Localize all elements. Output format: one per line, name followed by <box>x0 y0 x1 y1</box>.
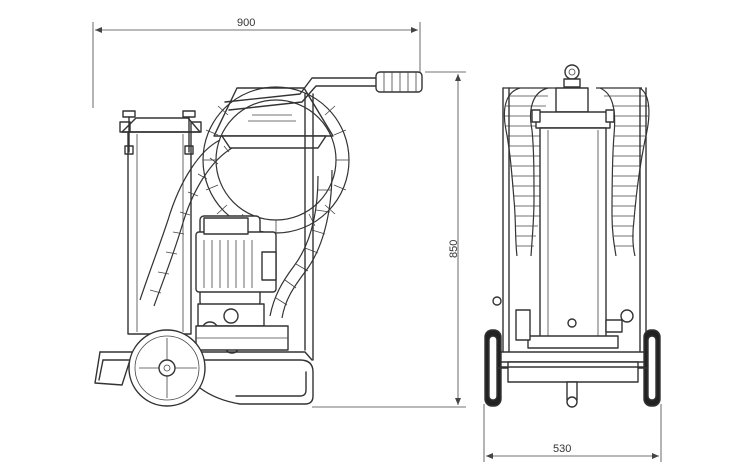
side-view <box>94 71 423 407</box>
depth-dimension: 530 <box>483 404 662 462</box>
hose-left-side <box>139 139 233 307</box>
filter-housing-front <box>527 87 619 349</box>
lifting-eye <box>563 64 581 88</box>
hose-right-side <box>269 169 333 319</box>
pump-assembly <box>195 303 289 354</box>
depth-dimension-label: 530 <box>553 443 571 455</box>
cart-frame-front <box>495 87 655 408</box>
width-dimension-label: 900 <box>237 17 255 29</box>
front-view <box>484 64 661 408</box>
width-dimension: 900 <box>92 17 421 108</box>
filter-housing <box>119 110 202 335</box>
pump-front <box>492 296 634 341</box>
height-dimension-label: 850 <box>448 240 460 258</box>
height-dimension: 850 <box>312 71 466 408</box>
wheel-front-right <box>637 329 661 407</box>
motor <box>195 215 277 307</box>
hose-coil-left <box>503 87 556 257</box>
wheel-front-left <box>484 329 509 407</box>
wheel-side <box>128 329 206 407</box>
cart-frame <box>94 71 423 405</box>
